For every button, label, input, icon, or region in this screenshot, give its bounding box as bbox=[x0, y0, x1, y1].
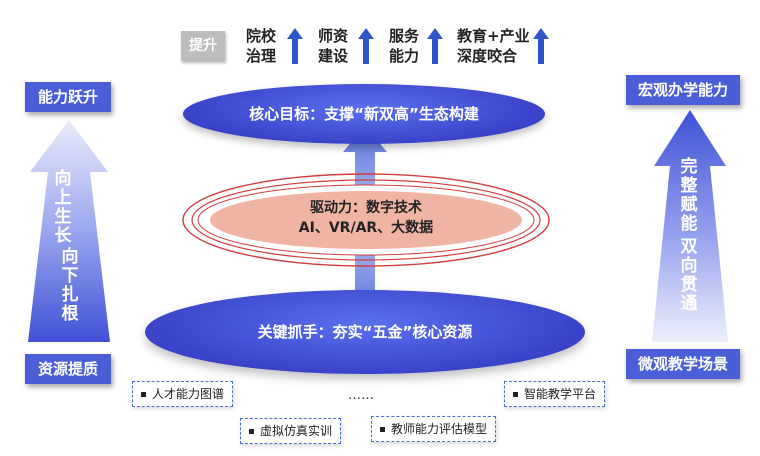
right-top-label: 宏观办学能力 bbox=[626, 75, 740, 105]
driver-rings bbox=[182, 173, 550, 267]
bullet-square-icon bbox=[141, 392, 146, 397]
cards-ellipsis: …… bbox=[348, 388, 374, 403]
top-item-industry-line1: 教育+产业 bbox=[457, 27, 530, 45]
card-talent-map-label: 人才能力图谱 bbox=[152, 387, 225, 401]
left-arrow-col2: 向下扎根 bbox=[61, 247, 79, 324]
top-item-governance: 院校 治理 bbox=[246, 26, 276, 66]
top-item-service-line1: 服务 bbox=[389, 27, 420, 45]
foundation-ellipse: 关键抓手：夯实“五金”核心资源 bbox=[145, 290, 585, 374]
foundation-text: 关键抓手：夯实“五金”核心资源 bbox=[257, 323, 473, 341]
driver-title: 驱动力：数字技术 bbox=[310, 200, 422, 216]
big-up-arrow-left bbox=[28, 120, 110, 342]
bullet-square-icon bbox=[380, 427, 385, 432]
goal-text: 核心目标：支撑“新双高”生态构建 bbox=[249, 105, 479, 123]
top-item-faculty-line2: 建设 bbox=[318, 47, 349, 65]
goal-ellipse: 核心目标：支撑“新双高”生态构建 bbox=[183, 84, 545, 144]
big-up-arrow-right bbox=[652, 110, 728, 342]
top-item-faculty-line1: 师资 bbox=[318, 27, 349, 45]
up-arrow-icon bbox=[287, 28, 303, 64]
top-item-industry: 教育+产业 深度咬合 bbox=[457, 26, 530, 66]
card-virtual-training-label: 虚拟仿真实训 bbox=[260, 424, 333, 438]
driver-text: 驱动力：数字技术 AI、VR/AR、大数据 bbox=[270, 198, 462, 238]
card-virtual-training: 虚拟仿真实训 bbox=[240, 418, 342, 444]
enhance-badge: 提升 bbox=[181, 31, 225, 61]
up-arrow-icon bbox=[427, 28, 443, 64]
top-item-service: 服务 能力 bbox=[389, 26, 419, 66]
card-smart-platform-label: 智能教学平台 bbox=[524, 387, 597, 401]
right-arrow-col2: 双向贯通 bbox=[680, 237, 698, 314]
card-teacher-eval: 教师能力评估模型 bbox=[371, 416, 497, 442]
top-item-service-line2: 能力 bbox=[389, 47, 420, 65]
driver-techs: AI、VR/AR、大数据 bbox=[298, 220, 434, 236]
top-item-industry-line2: 深度咬合 bbox=[457, 47, 518, 65]
left-arrow-col1: 向上生长 bbox=[54, 169, 72, 246]
bullet-square-icon bbox=[513, 392, 518, 397]
left-top-label: 能力跃升 bbox=[25, 82, 111, 112]
top-item-governance-line1: 院校 bbox=[246, 27, 277, 45]
up-arrow-icon bbox=[358, 28, 374, 64]
left-bottom-label: 资源提质 bbox=[25, 354, 111, 384]
card-smart-platform: 智能教学平台 bbox=[504, 381, 606, 407]
card-teacher-eval-label: 教师能力评估模型 bbox=[391, 422, 488, 436]
right-bottom-label: 微观教学场景 bbox=[626, 349, 740, 379]
right-arrow-col1: 完整赋能 bbox=[680, 157, 698, 234]
bullet-square-icon bbox=[249, 429, 254, 434]
top-item-faculty: 师资 建设 bbox=[318, 26, 348, 66]
card-talent-map: 人才能力图谱 bbox=[132, 381, 234, 407]
top-item-governance-line2: 治理 bbox=[246, 47, 277, 65]
up-arrow-icon bbox=[533, 28, 549, 64]
